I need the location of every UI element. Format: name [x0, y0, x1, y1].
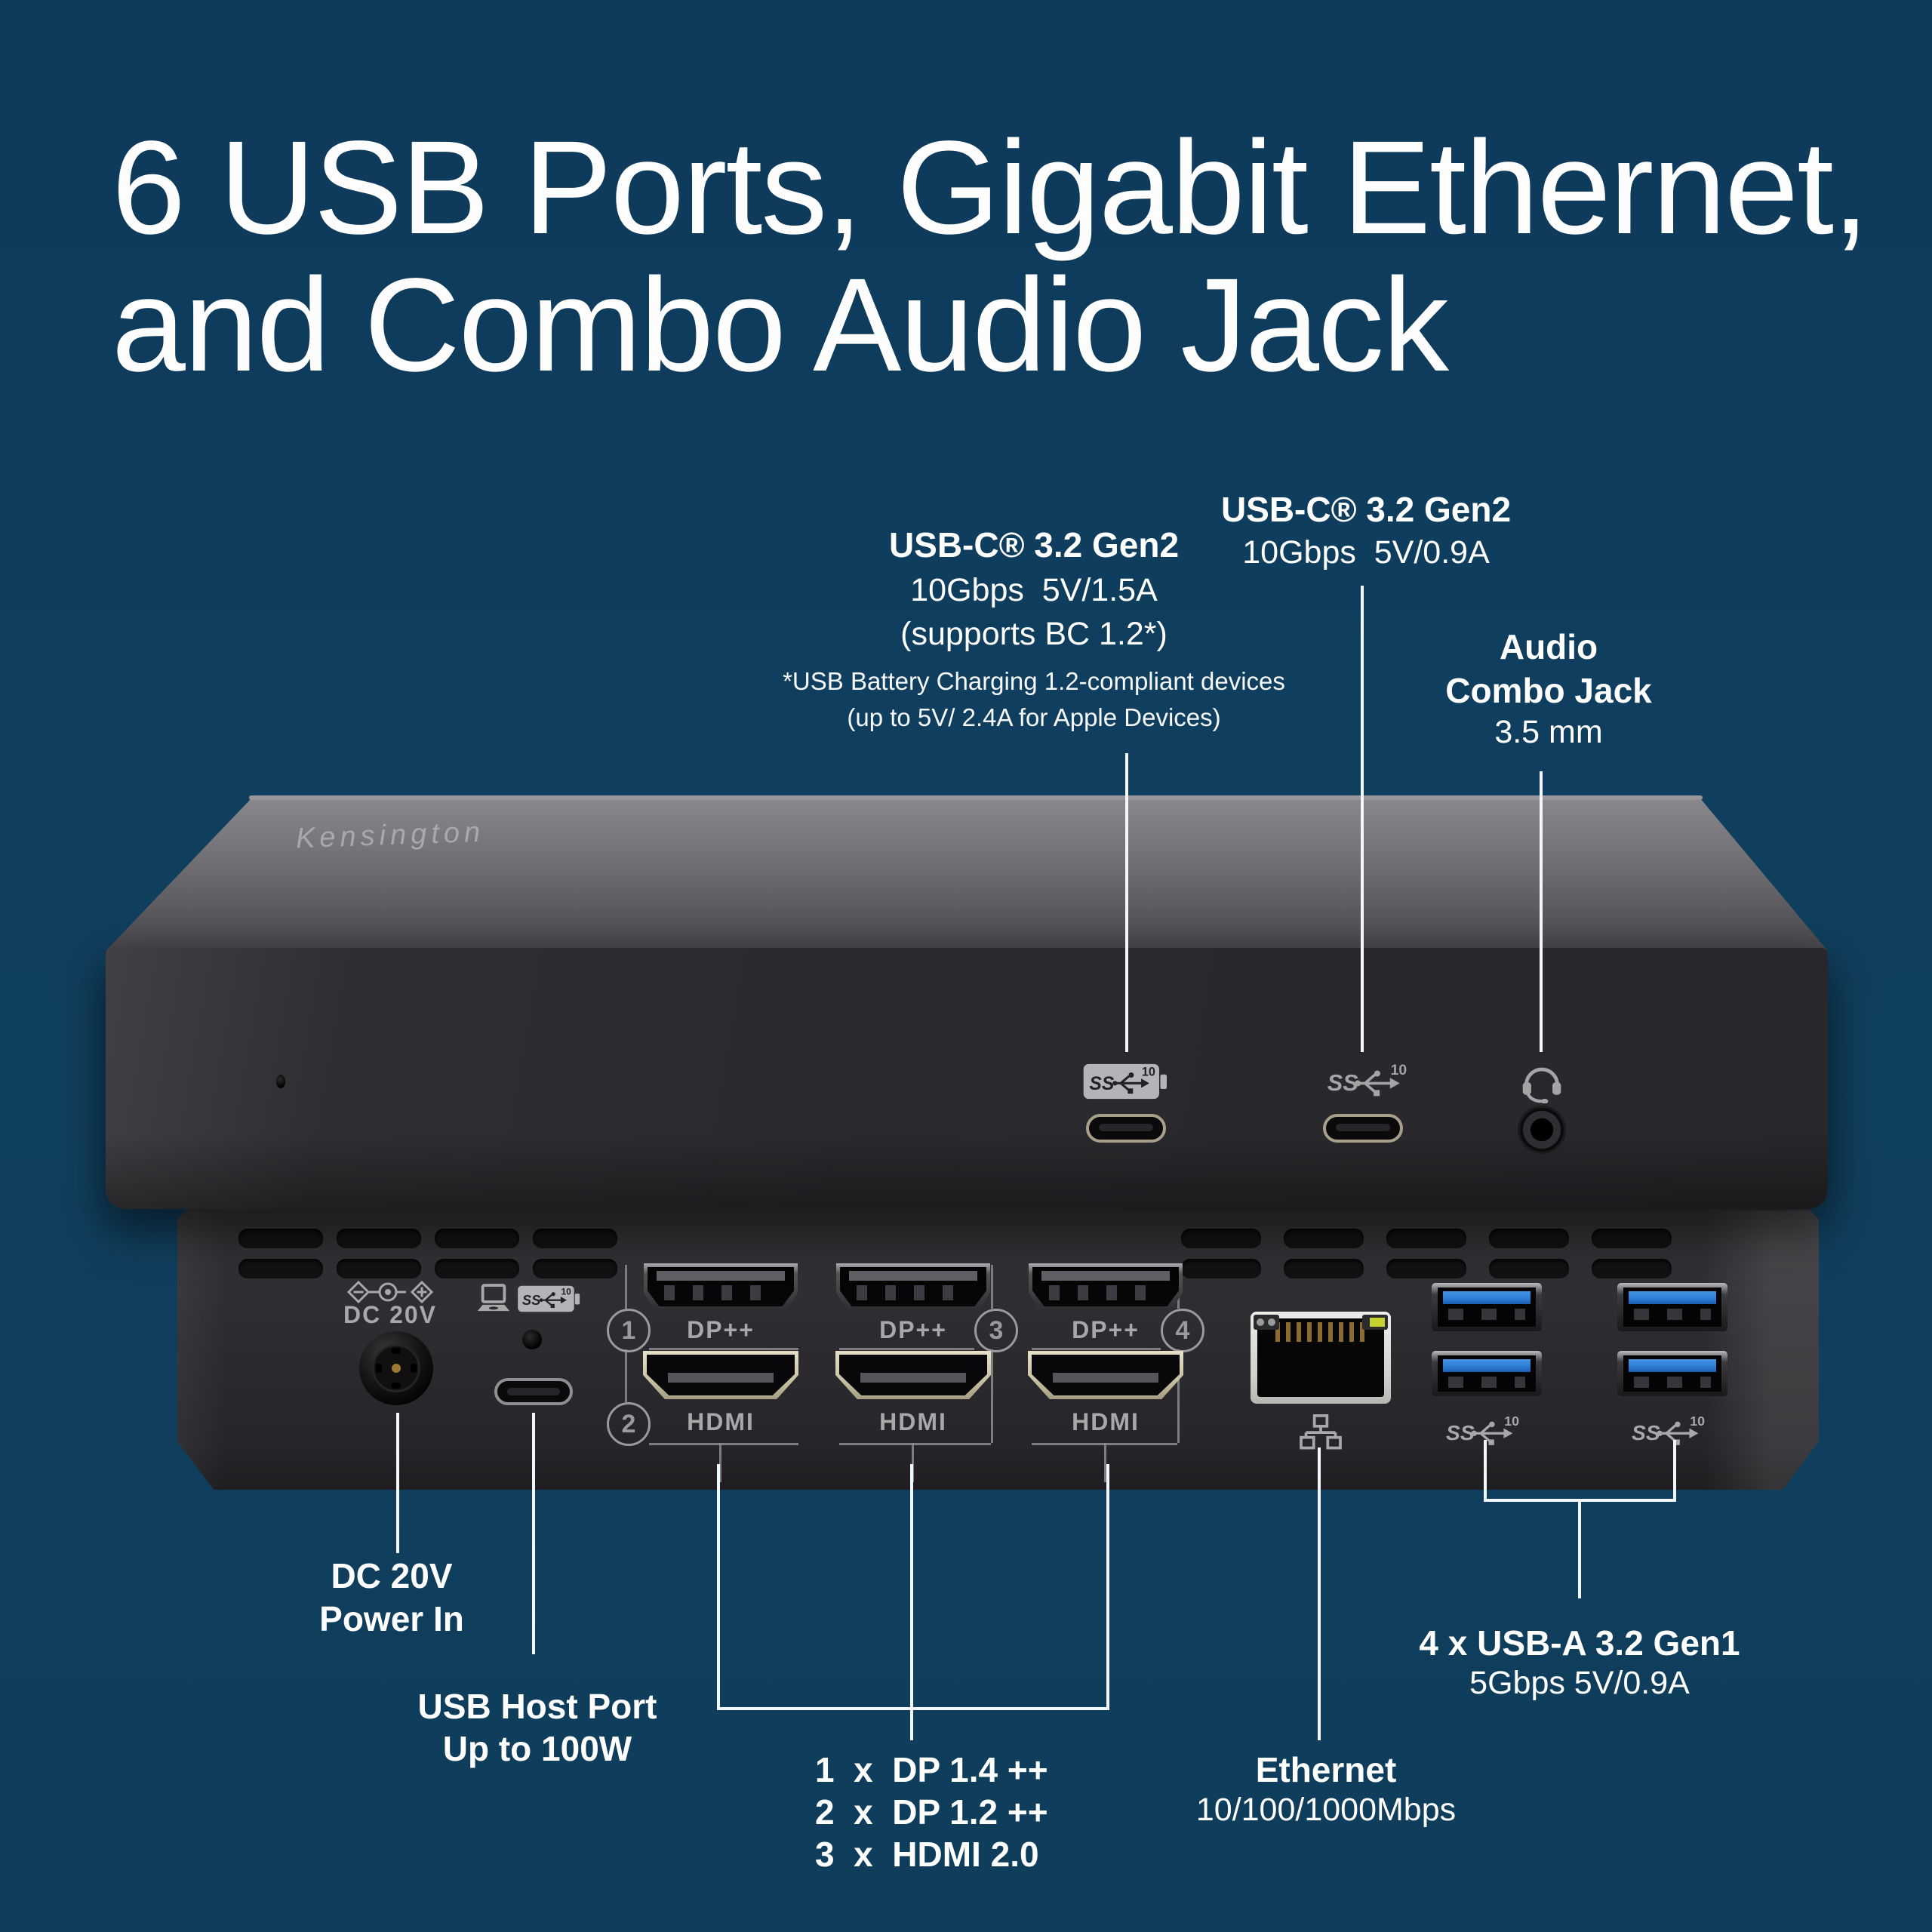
leader-line-video-2 [910, 1464, 913, 1707]
leader-bracket-video [717, 1707, 1109, 1710]
usb-superspeed-icon-right [1631, 1414, 1706, 1449]
leader-line-video-3 [1106, 1464, 1109, 1707]
vent-slot [238, 1259, 323, 1278]
hdmi-port-label-1: HDMI [687, 1408, 755, 1435]
usb-a-port-2 [1617, 1283, 1727, 1331]
vent-slot [337, 1259, 421, 1278]
leader-line-power [396, 1413, 399, 1553]
headset-icon [1518, 1058, 1565, 1103]
status-led-hole [276, 1075, 285, 1088]
usb-ss10-battery-icon-front [1075, 1061, 1177, 1102]
leader-line-host [532, 1413, 535, 1654]
vent-slot [1181, 1259, 1261, 1278]
vent-slot [1489, 1229, 1569, 1248]
usb-superspeed-icon-left [1445, 1414, 1521, 1449]
callout-usba-title: 4 x USB-A 3.2 Gen1 [1419, 1623, 1740, 1663]
vent-slot [1592, 1229, 1672, 1248]
vent-slot [337, 1229, 421, 1248]
hdmi-port-1 [643, 1351, 798, 1399]
page-title-line1: 6 USB Ports, Gigabit Ethernet, [112, 114, 1869, 262]
callout-audio-spec: 3.5 mm [1494, 714, 1603, 750]
callout-ethernet-title: Ethernet [1255, 1750, 1397, 1789]
callout-video-line1: 1 x DP 1.4 ++ [815, 1750, 1048, 1789]
hdmi-port-label-2: HDMI [879, 1408, 947, 1435]
usb-c-port-1 [1086, 1114, 1166, 1143]
callout-audio-title2: Combo Jack [1445, 671, 1652, 710]
callout-usbc-spec: 10Gbps 5V/0.9A [1242, 534, 1490, 571]
dc-power-icon [346, 1280, 434, 1304]
usb-a-port-3 [1432, 1351, 1542, 1396]
laptop-icon [475, 1283, 512, 1316]
leader-line-video-1 [717, 1464, 720, 1707]
page-title-line2: and Combo Audio Jack [112, 251, 1449, 399]
callout-usbc-title: USB-C® 3.2 Gen2 [1220, 490, 1512, 529]
leader-line-usbc [1361, 586, 1364, 1052]
vent-slot [1386, 1259, 1466, 1278]
dock-front-top-edge [249, 795, 1703, 800]
vent-slot [1284, 1259, 1364, 1278]
audio-combo-jack [1520, 1108, 1564, 1152]
vent-slot [435, 1229, 519, 1248]
dc-power-port [359, 1331, 433, 1405]
callout-ethernet-spec: 10/100/1000Mbps [1195, 1792, 1457, 1828]
leader-tail-video [910, 1707, 913, 1740]
usb-c-port-2 [1323, 1114, 1403, 1143]
usb-a-port-1 [1432, 1283, 1542, 1331]
callout-usba-spec: 5Gbps 5V/0.9A [1469, 1665, 1690, 1701]
leader-tail-usba [1578, 1499, 1581, 1598]
callout-host-line2: Up to 100W [442, 1729, 632, 1768]
ethernet-port [1251, 1312, 1391, 1404]
vent-slot [1284, 1229, 1364, 1248]
callout-host-line1: USB Host Port [417, 1687, 657, 1726]
port-number-badge-2: 2 [607, 1402, 651, 1446]
dp-port-label-2: DP++ [879, 1316, 947, 1343]
dc-port-label: DC 20V [343, 1301, 438, 1328]
callout-power-line2: Power In [319, 1599, 464, 1638]
displayport-port-3 [1029, 1263, 1183, 1310]
callout-power-line1: DC 20V [331, 1556, 453, 1595]
vent-slot [1592, 1259, 1672, 1278]
usb-a-port-4 [1617, 1351, 1727, 1396]
leader-line-usba-left [1484, 1440, 1487, 1502]
hdmi-port-label-3: HDMI [1072, 1408, 1140, 1435]
vent-slot [1489, 1259, 1569, 1278]
port-number-badge-1: 1 [607, 1309, 651, 1352]
callout-usbc-bc-spec: 10Gbps 5V/1.5A [910, 572, 1158, 608]
leader-line-audio [1540, 771, 1543, 1052]
screw-hole [522, 1330, 542, 1349]
vent-slot [1181, 1229, 1261, 1248]
hdmi-port-2 [835, 1351, 991, 1399]
leader-line-ethernet [1318, 1447, 1321, 1740]
hdmi-port-3 [1028, 1351, 1183, 1399]
usb-ss10-battery-icon [517, 1281, 582, 1316]
displayport-port-2 [836, 1263, 990, 1310]
leader-line-usba-right [1673, 1440, 1676, 1502]
usb-c-host-port [494, 1378, 573, 1405]
dp-port-label-3: DP++ [1072, 1316, 1140, 1343]
callout-video-line3: 3 x HDMI 2.0 [815, 1835, 1039, 1874]
dp-port-label-1: DP++ [687, 1316, 755, 1343]
callout-usbc-bc-title: USB-C® 3.2 Gen2 [888, 525, 1180, 565]
vent-slot [435, 1259, 519, 1278]
ethernet-icon [1300, 1414, 1342, 1454]
vent-slot [1386, 1229, 1466, 1248]
brand-logo: Kensington [295, 816, 485, 855]
vent-slot [533, 1229, 617, 1248]
callout-usbc-bc-footnote2: (up to 5V/ 2.4A for Apple Devices) [847, 703, 1221, 731]
port-number-badge-3: 3 [974, 1309, 1018, 1352]
callout-audio-title1: Audio [1499, 627, 1598, 666]
callout-usbc-bc-note: (supports BC 1.2*) [900, 616, 1168, 652]
dock-front-shadow [106, 1132, 1828, 1209]
usb-ss10-icon-front [1325, 1063, 1410, 1100]
displayport-port-1 [644, 1263, 798, 1310]
callout-usbc-bc-footnote1: *USB Battery Charging 1.2-compliant devi… [783, 667, 1285, 695]
port-number-badge-4: 4 [1161, 1309, 1204, 1352]
leader-line-usbc-bc [1125, 753, 1128, 1052]
vent-slot [238, 1229, 323, 1248]
callout-video-line2: 2 x DP 1.2 ++ [815, 1792, 1048, 1832]
vent-slot [533, 1259, 617, 1278]
